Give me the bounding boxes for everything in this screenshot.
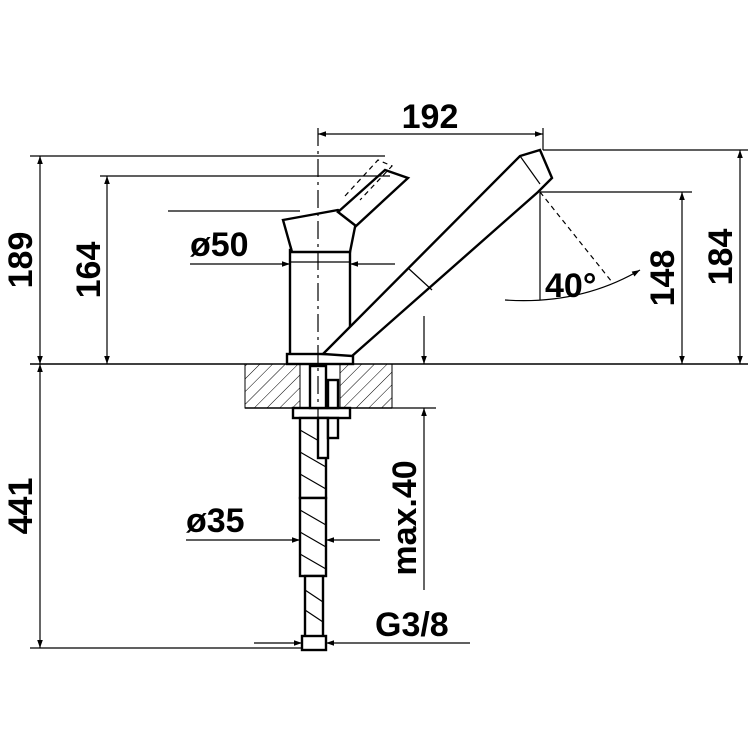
dim-192: 192 <box>402 98 459 136</box>
dim-189: 189 <box>2 232 40 289</box>
faucet-spout <box>320 148 554 358</box>
dim-diameter-50: ø50 <box>190 226 249 264</box>
dim-max-40: max.40 <box>386 460 424 575</box>
faucet-body <box>281 159 411 366</box>
dim-thread-g38: G3/8 <box>375 606 449 644</box>
counter-section-left <box>244 363 301 409</box>
dim-angle-40: 40° <box>545 267 596 305</box>
dim-164: 164 <box>70 242 108 299</box>
dim-148: 148 <box>644 250 682 307</box>
counter-section-right <box>339 363 393 409</box>
dim-diameter-35: ø35 <box>186 502 245 540</box>
dim-441: 441 <box>2 478 40 535</box>
supply-hoses <box>291 364 352 652</box>
dim-184: 184 <box>702 229 740 286</box>
